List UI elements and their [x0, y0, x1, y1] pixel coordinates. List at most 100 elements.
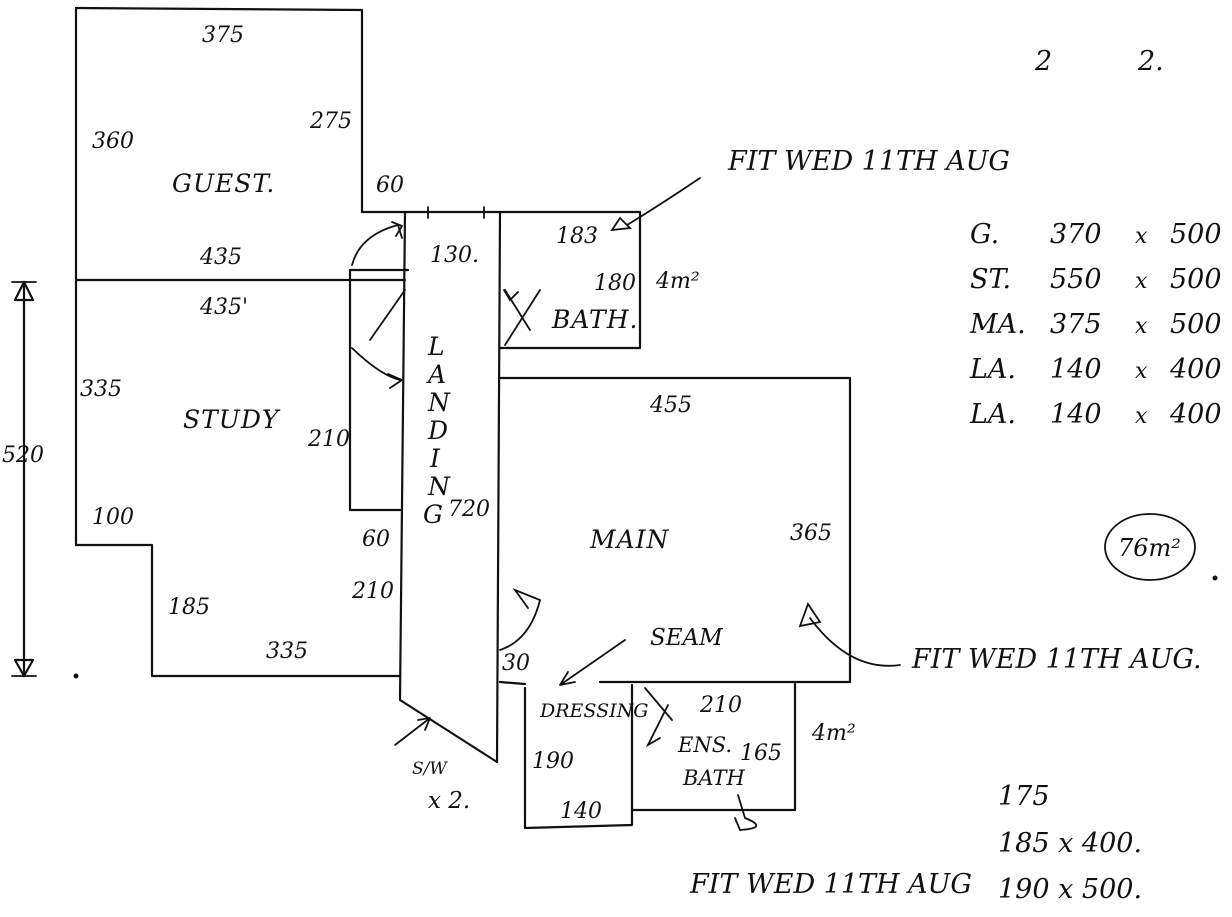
landing-bottom-wall [398, 698, 499, 764]
table-x: x [1135, 314, 1148, 339]
room-ensuite-bath: BATH [682, 766, 745, 790]
dim-label: 365 [790, 521, 832, 546]
room-landing: L A N D I N G [423, 332, 451, 529]
ensuite-door [644, 687, 673, 748]
dim-label: 130. [430, 243, 479, 268]
dim-label: 335 [80, 377, 122, 402]
study-door-arc [351, 347, 401, 381]
fit-note-bottom: FIT WED 11TH AUG [689, 869, 972, 900]
dim-label: 4m² [655, 269, 700, 294]
table-x: x [1135, 404, 1148, 429]
dim-label: 210 [351, 579, 394, 604]
total-area-note: 76m² [1118, 534, 1181, 562]
main-door-gap [498, 680, 527, 686]
fit-note-top: FIT WED 11TH AUG [727, 146, 1010, 177]
walls [11, 6, 852, 830]
dim-label: 140 [560, 799, 602, 824]
room-ensuite: ENS. [677, 733, 732, 757]
landing-right-wall [495, 210, 502, 764]
table-room: G. [970, 219, 999, 250]
height-arrow-bottom [13, 658, 35, 678]
room-main: MAIN [589, 525, 670, 554]
dim-label: 30 [502, 651, 530, 676]
seam-arrow [559, 639, 626, 686]
study-wall [74, 543, 402, 678]
landing-letter: L [427, 332, 446, 361]
seam-note: SEAM [650, 625, 724, 651]
table-height: 500 [1170, 309, 1222, 340]
table-x: x [1135, 359, 1148, 384]
guest-wall [74, 6, 502, 214]
table-height: 500 [1170, 219, 1222, 250]
dim-label: 180 [594, 271, 636, 296]
landing-letter: D [427, 416, 449, 445]
dim-label: 435' [199, 295, 248, 320]
table-x: x [1135, 269, 1148, 294]
dim-label: 275 [309, 109, 352, 134]
table-height: 500 [1170, 264, 1222, 295]
fit-bottom-arrow [734, 794, 758, 831]
table-width: 140 [1050, 354, 1102, 385]
dressing-wall [523, 683, 634, 830]
table-height: 400 [1169, 354, 1222, 385]
table-width: 375 [1050, 309, 1102, 340]
dim-label: 335 [266, 639, 308, 664]
room-guest: GUEST. [172, 169, 275, 198]
dim-label: 375 [202, 23, 244, 48]
room-bath: BATH. [551, 305, 638, 334]
bath-wall [498, 210, 642, 350]
landing-letter: N [427, 388, 451, 417]
dimensions: 375 360 275 60 435 435' 335 210 100 60 2… [2, 23, 856, 824]
landing-left-wall [398, 210, 407, 702]
table-room: LA. [969, 354, 1016, 385]
guest-door-arc [351, 223, 403, 266]
page-mark-right: 2. [1137, 46, 1164, 77]
fit-note-main: FIT WED 11TH AUG. [911, 644, 1202, 675]
dim-label: 455 [649, 393, 692, 418]
ensuite-wall [630, 682, 797, 812]
measurement-table: G. 370 x 500 ST. 550 x 500 MA. 375 x 500… [969, 219, 1222, 430]
dim-label: 360 [92, 129, 134, 154]
bottom-measurements: 175 185 x 400. 190 x 500. [998, 781, 1142, 905]
landing-letter: A [426, 360, 447, 389]
sw-arrow [394, 717, 431, 746]
main-wall [498, 376, 852, 684]
landing-ticks [427, 206, 485, 219]
sw-note: S/W [412, 759, 448, 779]
dim-label: 720 [448, 497, 490, 522]
total-area-circle [1104, 513, 1196, 581]
main-door-arc [499, 588, 542, 651]
table-room: LA. [969, 399, 1016, 430]
page-mark-left: 2 [1034, 46, 1052, 77]
fit-top-arrow [610, 177, 701, 232]
dim-label: 210 [699, 693, 742, 718]
table-width: 140 [1050, 399, 1102, 430]
table-width: 550 [1050, 264, 1102, 295]
dim-label: 183 [556, 224, 598, 249]
landing-letter: G [423, 500, 444, 529]
table-room: MA. [969, 309, 1026, 340]
table-room: ST. [970, 264, 1011, 295]
bottom-list-item: 185 x 400. [998, 828, 1142, 859]
room-dressing: DRESSING [539, 700, 648, 722]
landing-letter: I [429, 444, 441, 473]
bottom-list-item: 190 x 500. [998, 874, 1142, 905]
door-swings [351, 177, 1218, 831]
dim-label: 4m² [811, 721, 856, 746]
dim-label: 190 [532, 749, 574, 774]
dim-label: 100 [92, 505, 134, 530]
dim-label: 185 [168, 595, 210, 620]
notes: FIT WED 11TH AUG FIT WED 11TH AUG. FIT W… [412, 146, 1202, 900]
bath-door [503, 289, 541, 346]
dim-label: 520 [2, 443, 44, 468]
study-closet [348, 268, 410, 512]
dim-label: 60 [362, 527, 390, 552]
table-width: 370 [1050, 219, 1102, 250]
room-study: STUDY [183, 405, 281, 434]
bottom-list-item: 175 [998, 781, 1050, 812]
sw-qty-note: x 2. [428, 788, 470, 814]
dim-label: 60 [376, 173, 404, 198]
table-height: 400 [1169, 399, 1222, 430]
height-arrow-top [13, 280, 35, 302]
